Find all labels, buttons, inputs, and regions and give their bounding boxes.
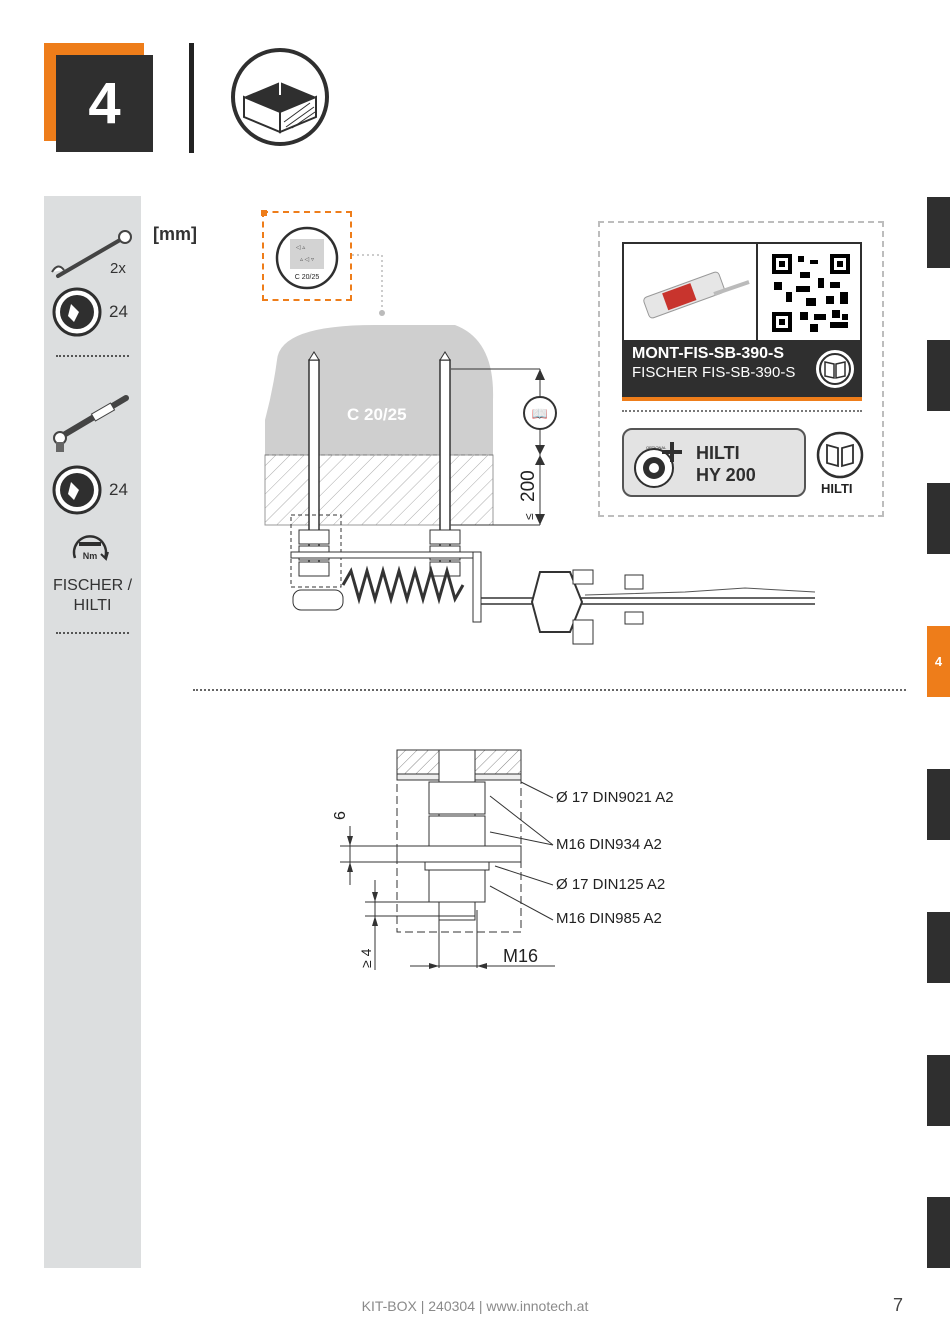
side-tab-5[interactable] [927, 769, 950, 840]
tools-sidebar: 2x 24 24 Nm FISCHER /HILTI [44, 196, 141, 1268]
product-panel [598, 221, 884, 517]
side-tab-1[interactable] [927, 197, 950, 268]
manual-book-icon[interactable] [814, 348, 856, 390]
primary-product-name: MONT-FIS-SB-390-S [632, 345, 785, 362]
product-accent-bar [622, 397, 862, 401]
anchor-installation-diagram: C 20/25 200 ≤ 📖 [264, 325, 816, 645]
manual-icon-1: 📖 [532, 406, 548, 421]
svg-text:◁ ▵: ◁ ▵ [296, 245, 305, 251]
callout-nut-985: M16 DIN985 A2 [556, 910, 662, 927]
wrench-size-icon [52, 287, 102, 337]
torque-wrench-icon [53, 395, 129, 452]
panel-separator [622, 410, 862, 412]
tools-separator-2 [56, 632, 129, 634]
wrench-size-2: 24 [109, 480, 128, 499]
thread-dimension: M16 [503, 946, 538, 966]
card-divider [756, 244, 758, 342]
concrete-badge-label: C 20/25 [295, 274, 320, 281]
gap-dimension: 6 [332, 811, 349, 820]
step-number: 4 [56, 55, 153, 152]
optional-tag: OPTIONAL [646, 445, 667, 450]
side-tab-3[interactable] [927, 483, 950, 554]
hilti-manual-icon[interactable] [815, 430, 865, 480]
callout-washer-125: Ø 17 DIN125 A2 [556, 876, 666, 893]
primary-product-card: MONT-FIS-SB-390-S FISCHER FIS-SB-390-S [622, 242, 862, 401]
footer-text: KIT-BOX | 240304 | www.innotech.at [361, 1298, 589, 1314]
hilti-manual-label: HILTI [821, 481, 853, 496]
optional-gear-icon: OPTIONAL [634, 442, 682, 488]
side-tab-7[interactable] [927, 1055, 950, 1126]
unit-label: [mm] [153, 224, 197, 244]
concrete-block-label: C 20/25 [347, 405, 407, 424]
primary-product-title: MONT-FIS-SB-390-S FISCHER FIS-SB-390-S [624, 340, 860, 395]
bolt-detail-diagram: 6 ≥ 4 M16 [332, 749, 555, 970]
concrete-badge: ◁ ▵ ▵ ◁ ▿ C 20/25 [261, 210, 352, 301]
depth-dimension: 200 [518, 470, 539, 502]
wrench-size-1: 24 [109, 302, 128, 321]
section-separator [193, 689, 906, 691]
open-wrench-icon [51, 230, 132, 278]
tools-separator [56, 355, 129, 357]
ceiling-mount-icon [231, 48, 329, 146]
side-tab-2[interactable] [927, 340, 950, 411]
callout-washer-9021: Ø 17 DIN9021 A2 [556, 789, 674, 806]
side-tab-8[interactable] [927, 1197, 950, 1268]
side-tab-active[interactable]: 4 [927, 626, 950, 697]
wrench-count: 2x [110, 260, 126, 277]
depth-prefix: ≤ [522, 513, 536, 520]
socket-size-icon [52, 465, 102, 515]
torque-brand-label: FISCHER /HILTI [52, 577, 133, 614]
page-number: 7 [893, 1295, 904, 1315]
concrete-icon: ◁ ▵ ▵ ◁ ▿ C 20/25 [275, 226, 339, 290]
cartridge-image [643, 271, 750, 319]
badge-leader [352, 254, 385, 316]
side-tab-6[interactable] [927, 912, 950, 983]
torque-unit: Nm [83, 551, 98, 561]
header-divider [189, 43, 194, 153]
protrusion-dimension: ≥ 4 [358, 948, 374, 968]
svg-text:▵ ◁ ▿: ▵ ◁ ▿ [300, 257, 314, 263]
callout-nut-934: M16 DIN934 A2 [556, 836, 662, 853]
torque-icon: Nm [72, 535, 109, 561]
primary-product-subname: FISCHER FIS-SB-390-S [632, 364, 796, 381]
qr-code[interactable] [770, 252, 852, 334]
